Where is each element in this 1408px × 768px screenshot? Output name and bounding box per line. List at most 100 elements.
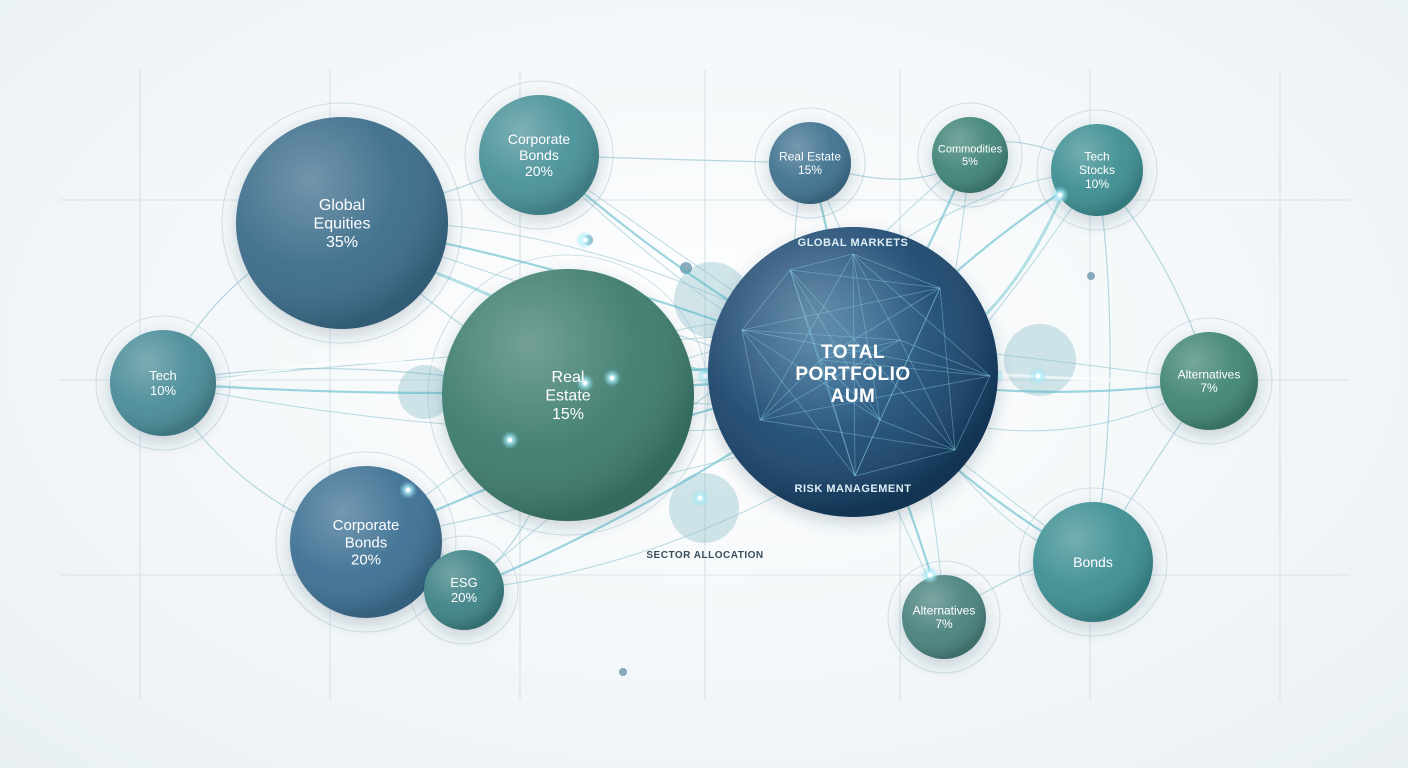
- glow-core: [927, 572, 933, 578]
- mesh-line: [759, 375, 991, 421]
- node-real-estate-mid-label-line: Estate: [545, 388, 590, 405]
- mesh-line: [741, 287, 941, 331]
- node-alternatives-right-label-line: 7%: [1200, 381, 1218, 395]
- mesh-line: [759, 253, 854, 421]
- glow-core: [1057, 192, 1063, 198]
- node-tech-stocks-shine: [1051, 124, 1143, 216]
- glow-core: [405, 487, 411, 493]
- mesh-line: [939, 287, 956, 451]
- node-halo: [221, 102, 463, 344]
- center-top-caption: GLOBAL MARKETS: [798, 237, 909, 249]
- mesh-line: [879, 287, 941, 421]
- node-global-equities-shine: [236, 117, 448, 329]
- node-halo: [1018, 487, 1168, 637]
- sector-allocation-caption: SECTOR ALLOCATION: [646, 550, 763, 561]
- ghost-bubble: [680, 262, 692, 274]
- center-hub: GLOBAL MARKETS TOTAL PORTFOLIO AUM RISK …: [708, 227, 998, 517]
- node-tech-stocks-label-line: Tech: [1084, 149, 1109, 163]
- node-halo: [464, 80, 614, 230]
- node-alternatives-right-label-line: Alternatives: [1178, 367, 1241, 381]
- mesh-line: [789, 269, 856, 477]
- node-corporate-bonds-top-label-line: Bonds: [519, 147, 559, 163]
- mesh-line: [852, 253, 991, 377]
- node-corporate-bonds-top-label-line: Corporate: [508, 131, 570, 147]
- node-alternatives-bottom-label-line: 7%: [935, 617, 953, 631]
- node-bonds-shine: [1033, 502, 1153, 622]
- mesh-line: [899, 339, 991, 377]
- node-real-estate-mid-label-line: 15%: [552, 406, 584, 423]
- node-global-equities-label-line: Equities: [314, 216, 371, 233]
- ghost-bubble: [619, 668, 627, 676]
- node-alternatives-bottom-label-line: Alternatives: [913, 603, 976, 617]
- mesh-line: [854, 419, 881, 477]
- mesh-line: [852, 253, 881, 421]
- node-alternatives-bottom-shine: [902, 575, 986, 659]
- node-bubbles: [110, 95, 1258, 659]
- node-global-equities-label-line: 35%: [326, 234, 358, 251]
- ghost-bubble: [669, 473, 739, 543]
- glow-core: [507, 437, 513, 443]
- mesh-line: [789, 269, 821, 361]
- node-alternatives-right-shine: [1160, 332, 1258, 430]
- node-corporate-bonds-bottom-label-line: Corporate: [333, 517, 400, 534]
- node-commodities-shine: [932, 117, 1008, 193]
- mesh-line: [854, 449, 956, 477]
- mesh-line: [852, 253, 941, 289]
- mesh-line: [819, 339, 901, 361]
- mesh-line: [899, 339, 956, 451]
- ghost-bubble: [1087, 272, 1095, 280]
- background-bubbles: [398, 235, 1095, 676]
- mesh-line: [741, 329, 856, 477]
- center-title-line-2: PORTFOLIO: [795, 364, 910, 385]
- node-real-estate-mid-label-line: Real: [552, 369, 585, 386]
- node-global-equities-label-line: Global: [319, 197, 365, 214]
- node-halo: [887, 560, 1001, 674]
- glow-core: [609, 375, 615, 381]
- node-bonds-label-line: Bonds: [1073, 554, 1113, 570]
- node-esg-label-line: ESG: [450, 575, 477, 590]
- mesh-line: [759, 359, 821, 421]
- node-halos: [95, 80, 1273, 674]
- node-tech-stocks-label-line: Stocks: [1079, 163, 1115, 177]
- center-hub-mesh: [741, 253, 991, 477]
- mesh-line: [789, 253, 854, 271]
- glow-core: [697, 495, 703, 501]
- node-halo: [917, 102, 1023, 208]
- node-esg-shine: [424, 550, 504, 630]
- center-bottom-caption: RISK MANAGEMENT: [795, 483, 912, 495]
- mesh-line: [741, 329, 761, 421]
- mesh-line: [759, 419, 956, 451]
- node-real-estate-top-shine: [769, 122, 851, 204]
- mesh-line: [819, 359, 991, 377]
- mesh-line: [789, 269, 956, 451]
- mesh-line: [854, 287, 941, 477]
- mesh-line: [789, 269, 881, 421]
- node-corporate-bonds-bottom-label-line: Bonds: [345, 534, 388, 551]
- center-title-line-1: TOTAL: [821, 342, 885, 363]
- node-commodities-label-line: 5%: [962, 156, 978, 168]
- center-hub-shine: [708, 227, 998, 517]
- mesh-line: [954, 375, 991, 451]
- mesh-line: [819, 359, 856, 477]
- mesh-line: [819, 287, 941, 361]
- glow-core: [702, 373, 708, 379]
- mesh-line: [741, 329, 881, 421]
- node-halo: [1036, 109, 1158, 231]
- node-halo: [427, 254, 709, 536]
- node-real-estate-mid-shine: [442, 269, 694, 521]
- node-tech-left-shine: [110, 330, 216, 436]
- node-corporate-bonds-bottom-label-line: 20%: [351, 552, 381, 569]
- node-real-estate-top-label-line: Real Estate: [779, 149, 841, 163]
- node-esg-label-line: 20%: [451, 590, 477, 605]
- node-halo: [95, 315, 231, 451]
- glow-core: [582, 237, 588, 243]
- node-commodities-label-line: Commodities: [938, 144, 1003, 156]
- node-tech-left-label-line: Tech: [149, 368, 176, 383]
- node-corporate-bonds-top-label-line: 20%: [525, 163, 553, 179]
- node-halo: [275, 451, 457, 633]
- mesh-line: [789, 269, 941, 289]
- node-halo: [754, 107, 866, 219]
